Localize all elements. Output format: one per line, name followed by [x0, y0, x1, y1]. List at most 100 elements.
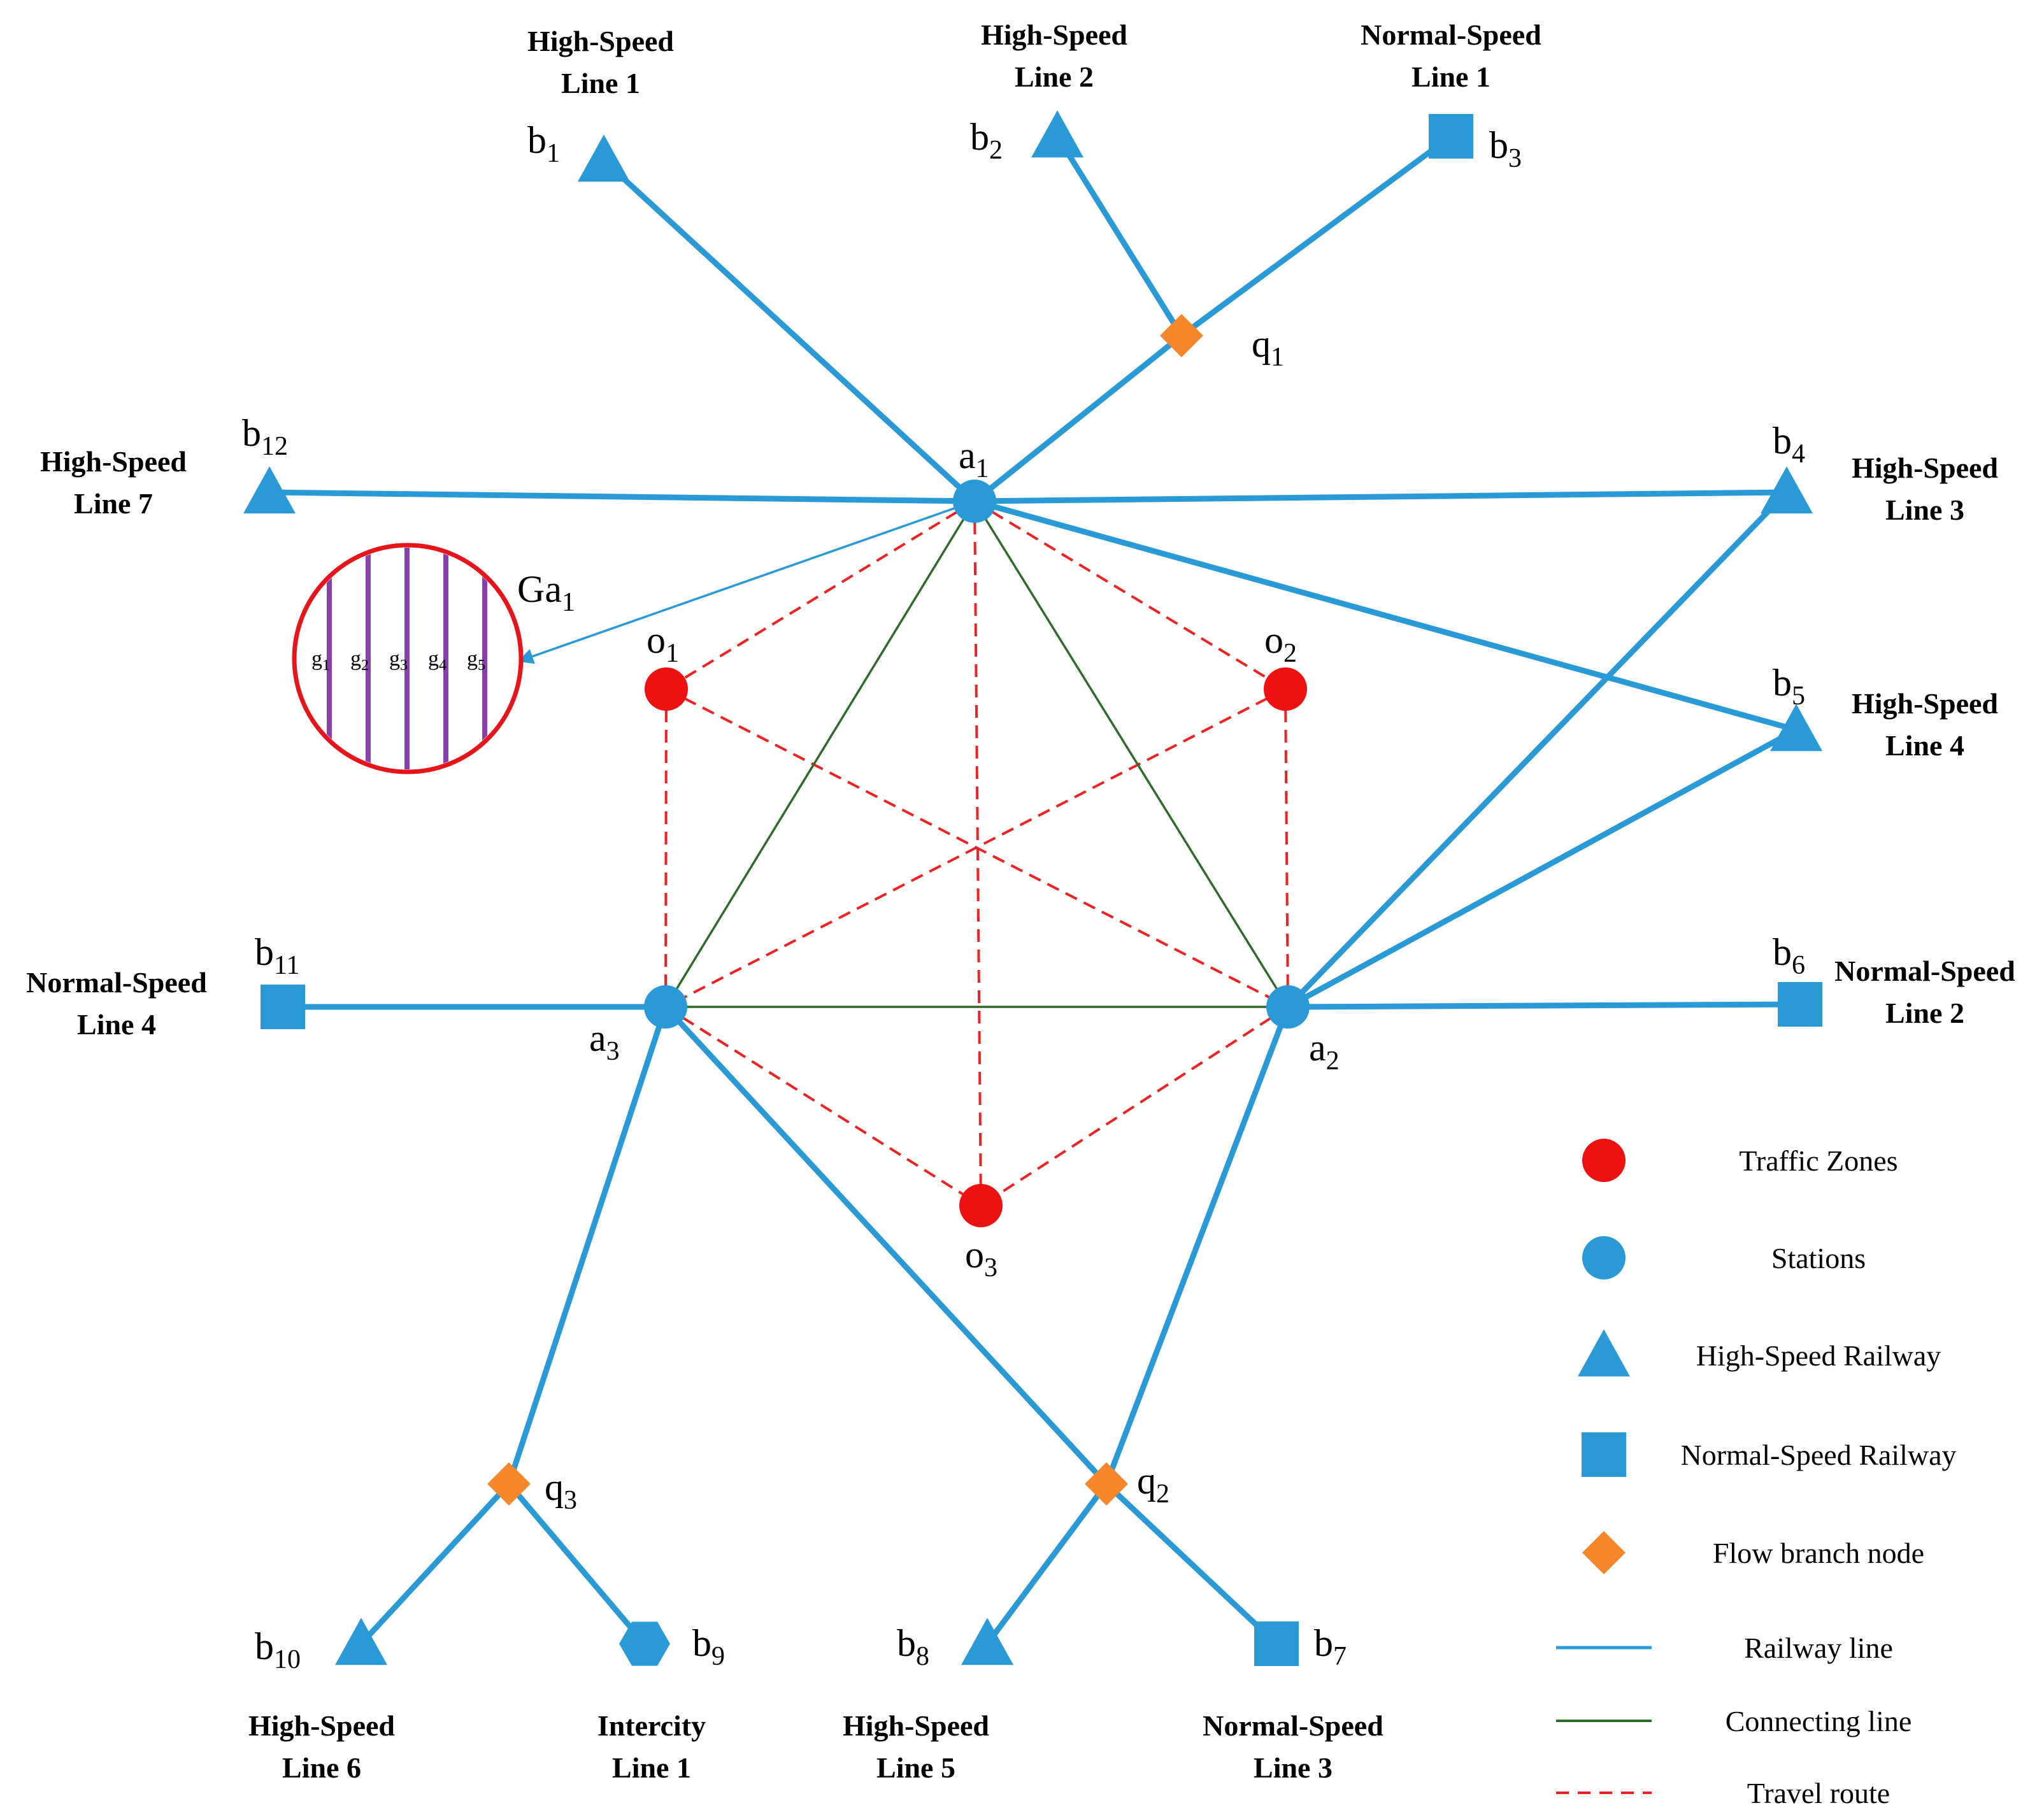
node-b10: [335, 1618, 387, 1665]
line-title-b4: Line 3: [1885, 494, 1964, 526]
railway-line-a2-b5: [1286, 727, 1798, 1009]
railway-line-q1-b3: [1180, 134, 1453, 338]
connecting-line-a1-a2: [973, 501, 1289, 1008]
node-b9: [619, 1621, 670, 1666]
legend-item: Connecting line: [1556, 1705, 1912, 1737]
travel-route-o2-a3: [665, 688, 1286, 1008]
railway-line-a1-q1: [973, 333, 1183, 504]
line-title-b6: Line 2: [1885, 997, 1964, 1029]
node-b5: [1770, 704, 1822, 752]
node-b6: [1778, 982, 1822, 1027]
railway-line-q3-b10: [359, 1481, 511, 1646]
node-o3: [959, 1184, 1003, 1227]
node-q2: [1085, 1462, 1128, 1506]
legend-symbol-triangle: [1578, 1329, 1630, 1377]
node-label-b5: b5: [1773, 662, 1805, 711]
line-title-b5: High-Speed: [1852, 687, 1998, 720]
legend-label: Travel route: [1747, 1777, 1890, 1809]
node-a2: [1266, 985, 1310, 1029]
node-b2: [1031, 110, 1083, 158]
node-label-b7: b7: [1314, 1622, 1347, 1671]
line-title-b10: High-Speed: [248, 1709, 395, 1742]
node-a1: [953, 480, 996, 523]
line-title-b7: Line 3: [1254, 1751, 1333, 1784]
legend-symbol-station: [1582, 1236, 1626, 1279]
railway-line-q2-b7: [1104, 1481, 1279, 1646]
railway-line-a3-q2: [663, 1004, 1109, 1486]
legend-symbol-zone: [1582, 1139, 1626, 1182]
legend-item: Traffic Zones: [1582, 1139, 1898, 1182]
railway-line-a3-q3: [506, 1006, 669, 1485]
node-a3: [644, 985, 687, 1029]
line-title-b8: Line 5: [876, 1751, 955, 1784]
node-label-b2: b2: [970, 116, 1003, 165]
node-q1: [1160, 314, 1203, 357]
line-title-b3: Normal-Speed: [1361, 18, 1541, 51]
railway-line-q1-b2: [1055, 134, 1184, 338]
gate-arrow: [517, 500, 975, 664]
line-title-b11: Line 4: [77, 1008, 156, 1041]
railway-line-q2-b8: [985, 1482, 1109, 1646]
node-label-b8: b8: [897, 1622, 929, 1671]
connecting-line-a1-a3: [664, 501, 976, 1008]
node-label-a3: a3: [589, 1017, 620, 1066]
railway-line-a2-b6: [1287, 1001, 1801, 1010]
legend-label: Normal-Speed Railway: [1680, 1439, 1956, 1471]
connecting-lines: [664, 501, 1289, 1008]
legend-label: Flow branch node: [1713, 1537, 1924, 1569]
node-label-b1: b1: [527, 119, 560, 168]
line-title-b9: Intercity: [597, 1709, 706, 1742]
railway-line-q3-b9: [506, 1482, 647, 1646]
node-label-a2: a2: [1309, 1027, 1340, 1076]
legend-item: Normal-Speed Railway: [1582, 1432, 1957, 1477]
node-label-o1: o1: [647, 619, 679, 668]
line-title-b5: Line 4: [1885, 729, 1964, 762]
node-b4: [1761, 466, 1813, 514]
line-title-b9: Line 1: [612, 1751, 691, 1784]
line-title-b12: Line 7: [74, 487, 153, 520]
railway-line-a2-q2: [1103, 1006, 1291, 1485]
legend-item: Flow branch node: [1582, 1531, 1924, 1574]
travel-routes: [664, 500, 1289, 1207]
node-b1: [578, 134, 630, 182]
travel-route-a1-o2: [973, 500, 1287, 690]
line-title-b2: High-Speed: [981, 18, 1127, 51]
legend-item: High-Speed Railway: [1578, 1329, 1941, 1377]
gate-label: Ga1: [517, 568, 575, 617]
legend-label: Stations: [1771, 1242, 1866, 1274]
node-label-o3: o3: [965, 1234, 997, 1283]
nodes: [243, 110, 1822, 1666]
legend-label: Railway line: [1744, 1632, 1893, 1664]
railway-line-a1-b4: [974, 489, 1787, 504]
node-label-b12: b12: [242, 412, 288, 461]
node-o1: [645, 667, 688, 711]
node-o2: [1264, 667, 1307, 711]
legend-item: Stations: [1582, 1236, 1866, 1279]
legend-label: Connecting line: [1726, 1705, 1912, 1737]
node-b3: [1429, 114, 1473, 159]
line-title-b10: Line 6: [282, 1751, 361, 1784]
line-title-b1: High-Speed: [527, 25, 674, 57]
legend-item: Travel route: [1556, 1777, 1890, 1809]
gate-channel-label: g2: [350, 647, 369, 674]
node-label-b10: b10: [255, 1625, 301, 1674]
node-label-q2: q2: [1137, 1460, 1169, 1509]
node-label-q1: q1: [1252, 323, 1284, 372]
line-title-b4: High-Speed: [1852, 452, 1998, 484]
line-title-b2: Line 2: [1015, 61, 1094, 93]
node-label-b9: b9: [692, 1622, 725, 1671]
line-title-b6: Normal-Speed: [1834, 955, 2015, 987]
travel-route-a1-o3: [973, 501, 982, 1206]
railway-line-a2-b4: [1285, 490, 1789, 1009]
line-title-b11: Normal-Speed: [26, 966, 207, 999]
node-label-b3: b3: [1489, 124, 1522, 173]
legend-label: Traffic Zones: [1739, 1144, 1897, 1177]
railway-line-a1-b5: [973, 498, 1797, 733]
legend-label: High-Speed Railway: [1696, 1339, 1941, 1372]
legend-item: Railway line: [1556, 1632, 1893, 1664]
gate-channel-label: g3: [389, 647, 408, 674]
